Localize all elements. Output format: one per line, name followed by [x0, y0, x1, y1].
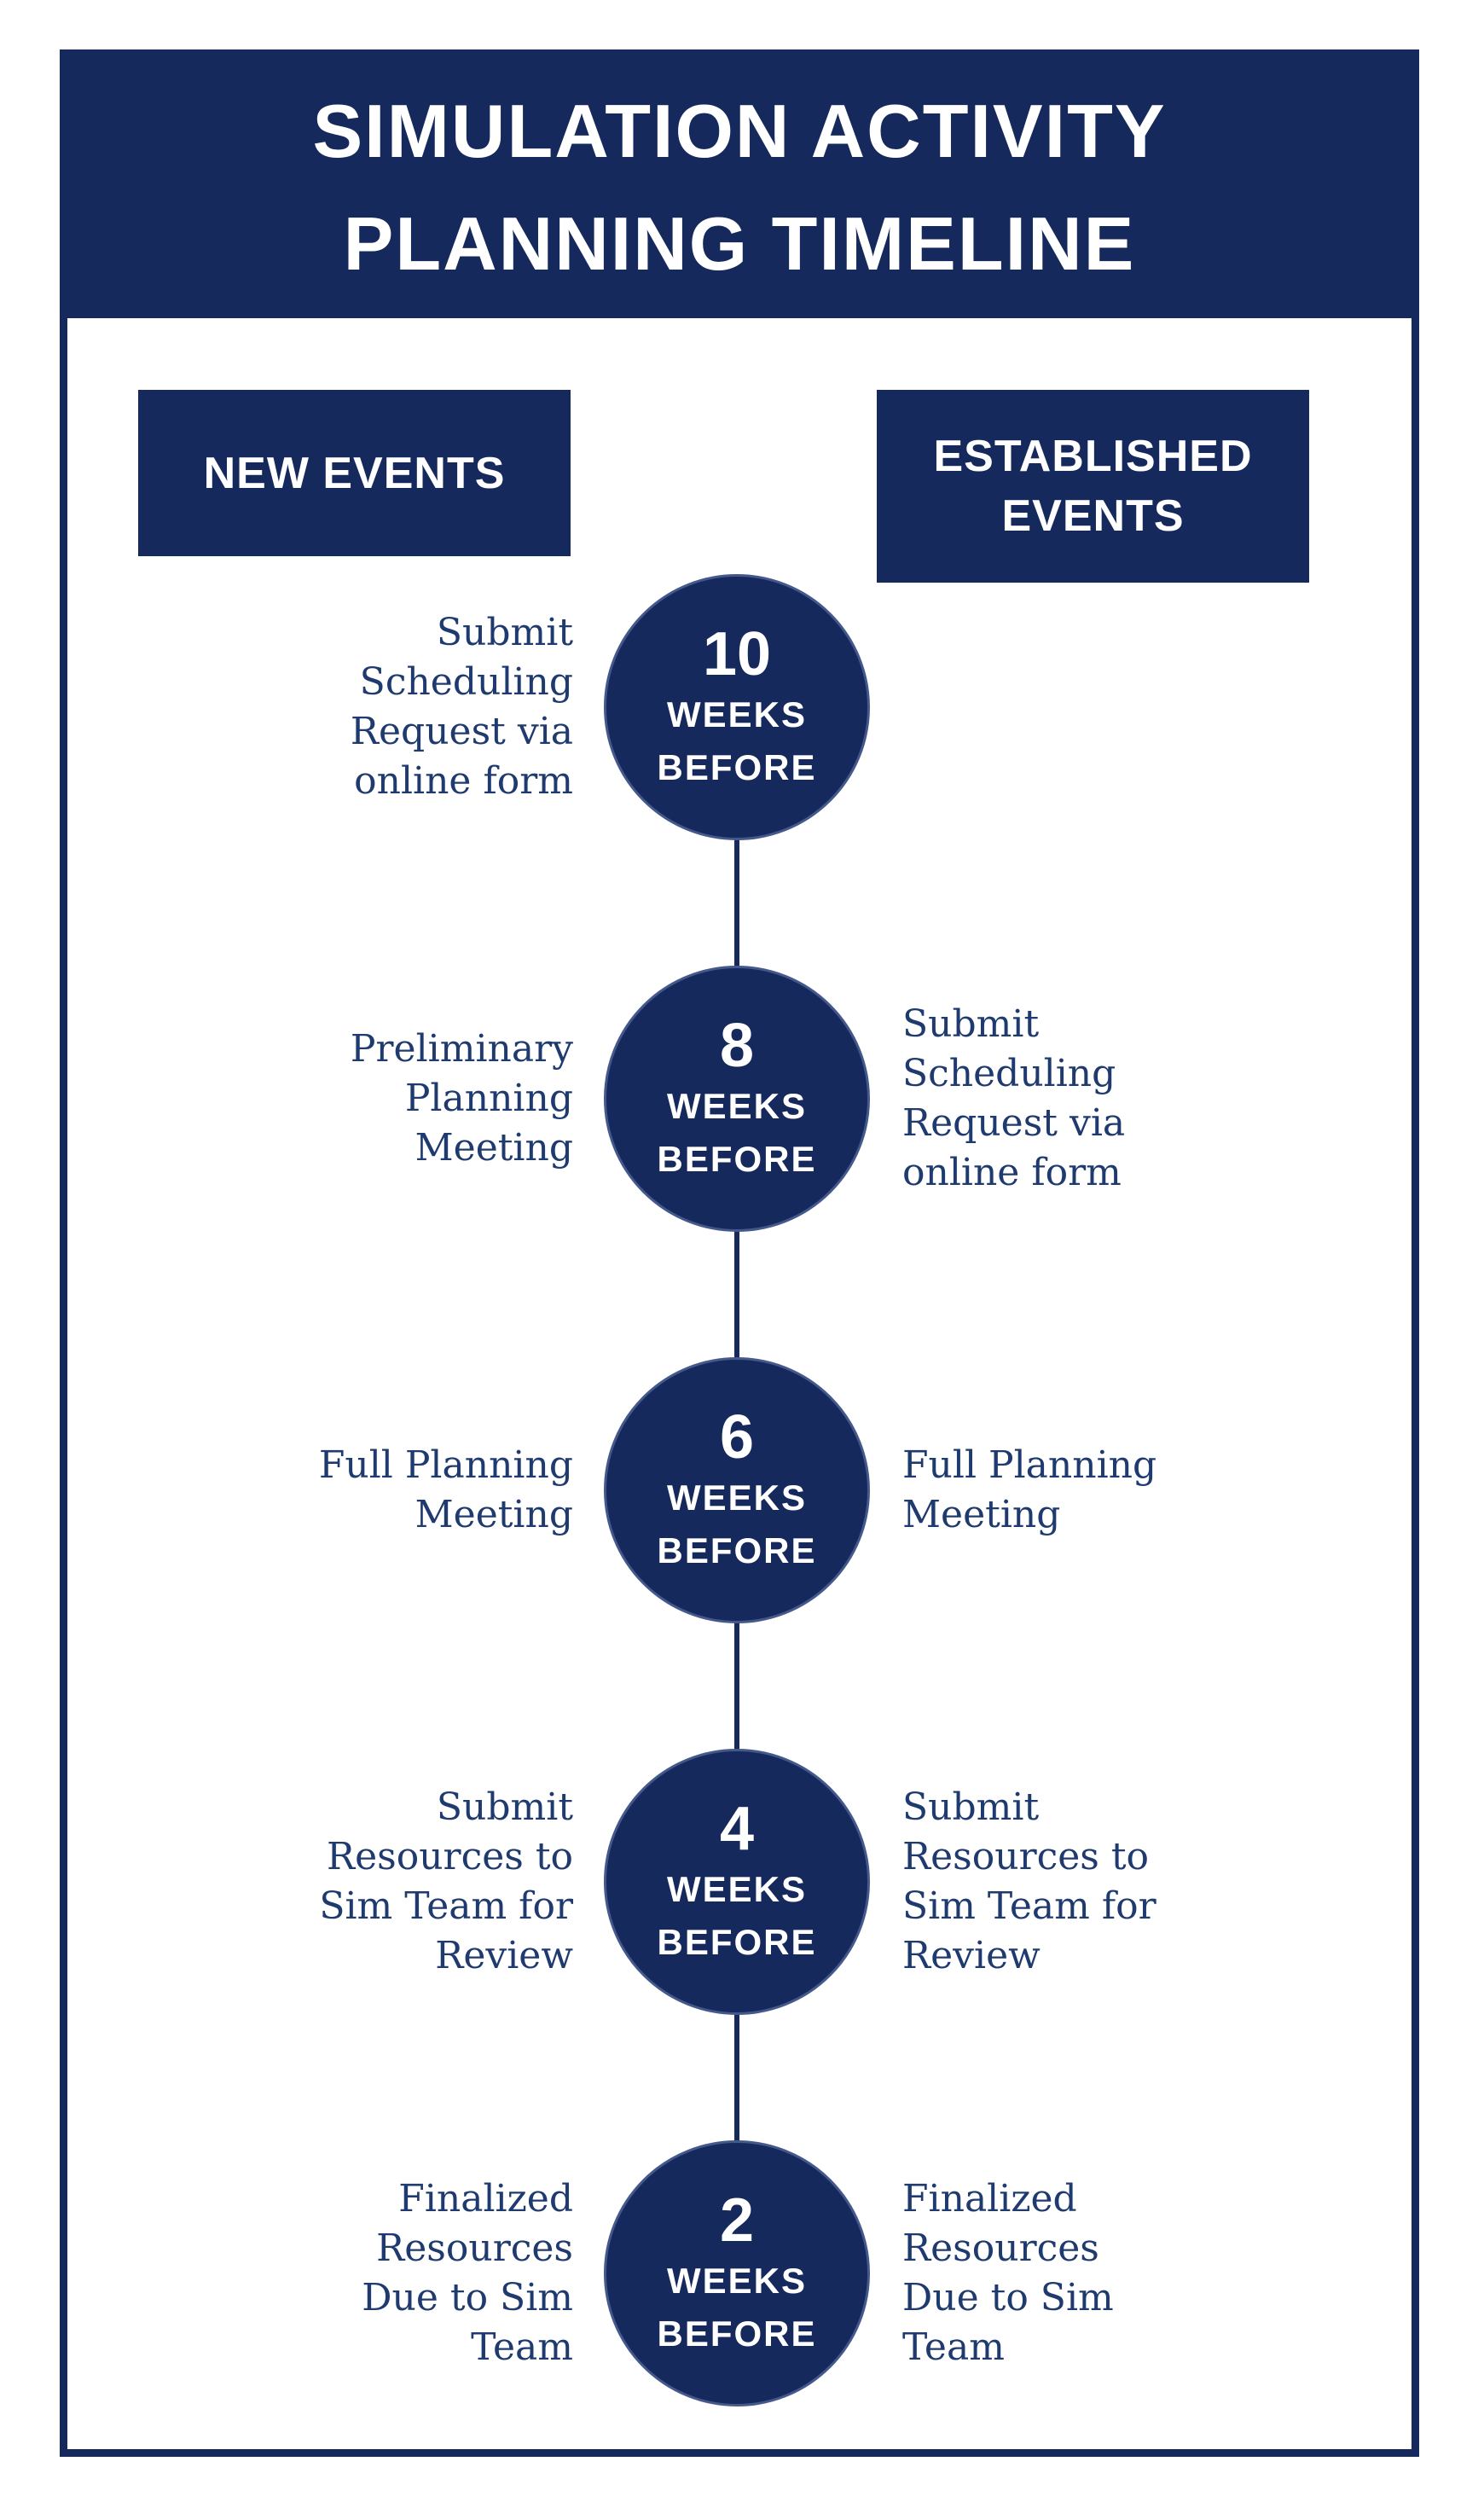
circle-number: 2 — [719, 2186, 755, 2255]
event-line: Sim Team for — [319, 1884, 573, 1928]
event-line: Review — [902, 1934, 1041, 1977]
circle-qualifier: BEFORE — [657, 2314, 817, 2354]
event-line: Meeting — [414, 1493, 573, 1536]
content-frame: SIMULATION ACTIVITY PLANNING TIMELINE NE… — [60, 49, 1419, 2457]
circle-number: 4 — [719, 1795, 755, 1863]
event-line: Review — [435, 1934, 573, 1977]
event-line: Meeting — [902, 1493, 1061, 1536]
milestone-circle: 2 WEEKS BEFORE — [604, 2140, 870, 2406]
circle-number: 6 — [719, 1403, 755, 1472]
event-line: Resources — [376, 2226, 573, 2270]
milestone-circle: 10 WEEKS BEFORE — [604, 574, 870, 840]
event-line: Submit — [902, 1002, 1040, 1046]
circle-unit: WEEKS — [666, 694, 807, 734]
column-header-new-events-label: NEW EVENTS — [203, 448, 506, 498]
circle-qualifier: BEFORE — [657, 1922, 817, 1962]
event-line: Submit — [902, 1785, 1040, 1829]
event-line: Team — [902, 2325, 1005, 2369]
event-line: Full Planning — [902, 1443, 1157, 1487]
circle-number: 10 — [702, 620, 772, 688]
event-line: Team — [471, 2325, 573, 2369]
event-line: Request via — [902, 1101, 1126, 1145]
event-line: Resources to — [902, 1835, 1150, 1878]
event-line: Request via — [350, 710, 573, 753]
event-line: Preliminary — [350, 1027, 573, 1071]
column-header-established-events: ESTABLISHED EVENTS — [877, 390, 1309, 583]
poster-title-line1: SIMULATION ACTIVITY — [312, 89, 1167, 173]
event-line: Scheduling — [359, 660, 573, 704]
event-line: online form — [354, 759, 573, 803]
milestone-circle: 8 WEEKS BEFORE — [604, 966, 870, 1232]
circle-unit: WEEKS — [666, 1086, 807, 1126]
event-line: Planning — [404, 1077, 573, 1120]
event-line: Due to Sim — [902, 2276, 1114, 2319]
event-line: Finalized — [902, 2177, 1077, 2221]
column-header-established-events-label: ESTABLISHED EVENTS — [933, 432, 1253, 541]
event-line: Sim Team for — [902, 1884, 1156, 1928]
milestone-circle: 6 WEEKS BEFORE — [604, 1357, 870, 1623]
circle-number: 8 — [719, 1012, 755, 1080]
circle-unit: WEEKS — [666, 1869, 807, 1909]
event-line: online form — [902, 1151, 1122, 1194]
column-header-new-events: NEW EVENTS — [138, 390, 571, 556]
event-line: Submit — [436, 611, 573, 654]
event-line: Due to Sim — [362, 2276, 573, 2319]
circle-unit: WEEKS — [666, 2261, 807, 2301]
event-line: Full Planning — [318, 1443, 573, 1487]
circle-unit: WEEKS — [666, 1478, 807, 1518]
title-banner: SIMULATION ACTIVITY PLANNING TIMELINE — [67, 57, 1412, 318]
event-line: Submit — [436, 1785, 573, 1829]
established-event-text — [902, 574, 1303, 840]
circle-qualifier: BEFORE — [657, 1139, 817, 1179]
event-line: Finalized — [398, 2177, 573, 2221]
circle-qualifier: BEFORE — [657, 747, 817, 787]
event-line: Scheduling — [902, 1052, 1116, 1095]
poster-title-line2: PLANNING TIMELINE — [343, 201, 1136, 286]
circle-qualifier: BEFORE — [657, 1530, 817, 1570]
event-line: Resources — [902, 2226, 1099, 2270]
event-line: Meeting — [414, 1126, 573, 1170]
milestone-circle: 4 WEEKS BEFORE — [604, 1749, 870, 2015]
event-line: Resources to — [326, 1835, 573, 1878]
